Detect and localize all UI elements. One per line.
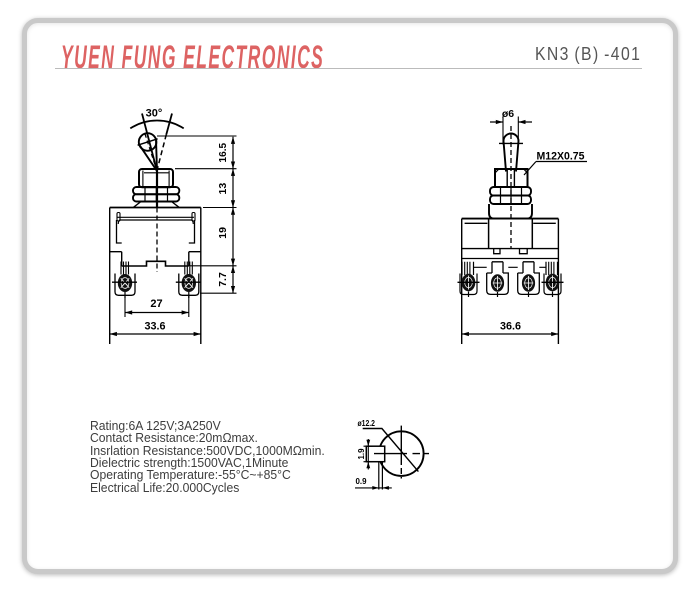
svg-text:1.9: 1.9 — [356, 448, 366, 459]
svg-text:33.6: 33.6 — [145, 321, 166, 333]
svg-text:7.7: 7.7 — [217, 272, 229, 287]
svg-text:ø6: ø6 — [502, 108, 514, 120]
svg-text:30°: 30° — [146, 108, 163, 120]
svg-text:16.5: 16.5 — [217, 143, 229, 163]
svg-text:27: 27 — [150, 298, 162, 310]
svg-text:36.6: 36.6 — [500, 321, 521, 333]
svg-text:19: 19 — [217, 227, 229, 239]
svg-text:M12X0.75: M12X0.75 — [537, 151, 585, 163]
svg-text:0.9: 0.9 — [356, 476, 367, 486]
svg-text:ø12.2: ø12.2 — [358, 418, 376, 428]
svg-text:13: 13 — [217, 183, 229, 195]
